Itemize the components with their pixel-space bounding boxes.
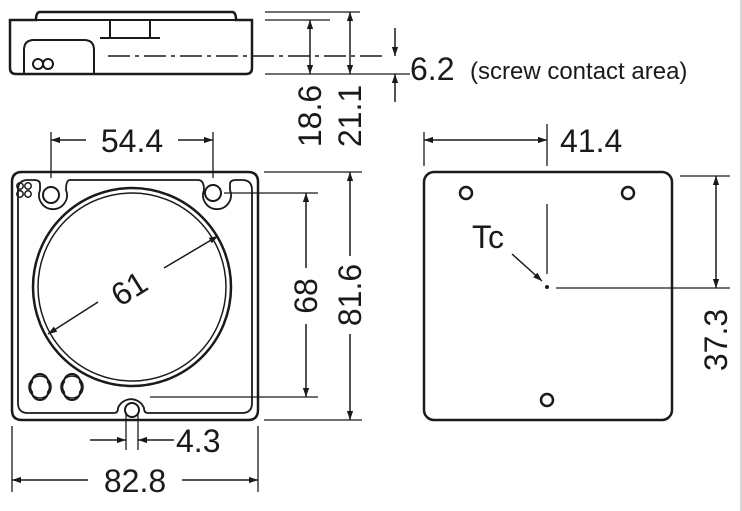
bottom-view-outer-outline: [10, 170, 260, 422]
tc-label: Tc: [472, 219, 504, 255]
mounting-hole-right: [204, 184, 222, 202]
terminal-hole: [16, 190, 24, 198]
wire-entry-left: [29, 373, 51, 401]
top-view: Tc 41.4 37.3: [422, 123, 734, 422]
bottom-view-inner-outline: [17, 179, 253, 414]
terminal-hole: [16, 182, 24, 190]
dim-line-61-lower: [47, 301, 99, 335]
contact-area-note: (screw contact area): [470, 58, 687, 85]
mounting-slot-bottom: [124, 402, 140, 418]
dim-slot-distance: 68: [288, 278, 324, 314]
side-view-terminal-hole: [42, 58, 54, 70]
top-view-hole-left: [458, 185, 474, 201]
terminal-hole: [24, 190, 32, 198]
dim-contact-depth: 6.2: [410, 51, 454, 87]
bottom-view-large-circle: [31, 186, 233, 388]
side-view-outline: [8, 10, 254, 76]
dim-68-label-bg: [290, 268, 322, 324]
dim-width: 82.8: [104, 463, 166, 499]
top-view-hole-bottom: [539, 392, 555, 408]
wire-entry-left-ring: [28, 375, 52, 399]
wire-entry-right-ring: [60, 375, 84, 399]
dim-81-6-label-bg: [334, 256, 366, 334]
tc-measurement-point: [545, 285, 549, 289]
top-view-outline: [422, 170, 674, 422]
dim-tc-y: 37.3: [698, 309, 734, 371]
dim-tc-x: 41.4: [560, 123, 622, 159]
dim-height: 81.6: [332, 264, 368, 326]
wire-entry-right: [61, 373, 83, 401]
tc-leader-arrow: [511, 253, 543, 282]
top-view-hole-right: [620, 185, 636, 201]
bottom-view-large-circle-inner: [37, 192, 227, 382]
side-view-terminal-hole: [32, 58, 44, 70]
terminal-hole: [24, 182, 32, 190]
dim-line-61-upper: [163, 235, 219, 269]
side-view-terminal-recess: [23, 39, 95, 74]
dim-height-to-contact: 18.6: [292, 85, 328, 147]
dim-circle-diameter: 61: [105, 264, 154, 313]
side-view: 18.6 21.1 6.2 (screw contact area): [8, 10, 687, 147]
dim-total-height: 21.1: [332, 85, 368, 147]
bottom-view: 61 54.4 68 81.6 4.3 82.8: [10, 123, 368, 499]
dim-hole-spacing: 54.4: [101, 123, 163, 159]
dim-slot-width: 4.3: [176, 423, 220, 459]
side-view-center-post: [109, 20, 151, 39]
mounting-hole-left: [42, 186, 60, 204]
